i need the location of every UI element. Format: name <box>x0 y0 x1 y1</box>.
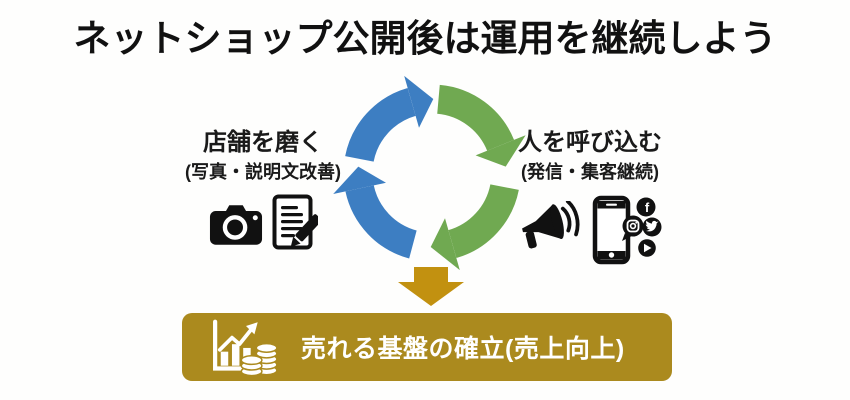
result-banner: 売れる基盤の確立(売上向上) <box>182 313 672 381</box>
banner-label: 売れる基盤の確立(売上向上) <box>301 335 625 363</box>
youtube-play-icon <box>637 239 656 257</box>
twitter-icon <box>642 217 661 237</box>
cycle-arrow-blue-bottom-left <box>333 166 418 259</box>
cycle-arrow-green-bottom-right <box>430 183 519 271</box>
pencil-icon <box>290 214 318 247</box>
facebook-icon: f <box>636 197 655 217</box>
cycle-arrow-blue-top-left <box>345 75 434 163</box>
instagram-icon <box>621 215 643 241</box>
megaphone-icon <box>521 201 580 249</box>
camera-icon <box>209 204 262 245</box>
page-title: ネットショップ公開後は運用を継続しよう <box>73 18 777 59</box>
svg-text:f: f <box>644 200 649 215</box>
polish-shop-icons <box>163 194 363 254</box>
attract-people-group: 人を呼び込む (発信・集客継続) f <box>485 128 695 268</box>
polish-shop-group: 店舗を磨く (写真・説明文改善) <box>163 128 363 254</box>
smartphone-icon: f <box>592 195 661 265</box>
polish-shop-heading: 店舗を磨く <box>203 129 323 156</box>
polish-shop-subheading: (写真・説明文改善) <box>185 162 341 182</box>
growth-chart-coins-icon <box>213 319 278 376</box>
attract-people-icons: f <box>485 194 695 268</box>
attract-people-subheading: (発信・集客継続) <box>521 162 659 182</box>
down-arrow-icon <box>398 267 464 306</box>
document-edit-icon <box>272 194 318 250</box>
cycle-arrow-green-top-right <box>436 84 526 167</box>
attract-people-heading: 人を呼び込む <box>518 129 662 156</box>
coin-stack-icon <box>240 342 278 376</box>
